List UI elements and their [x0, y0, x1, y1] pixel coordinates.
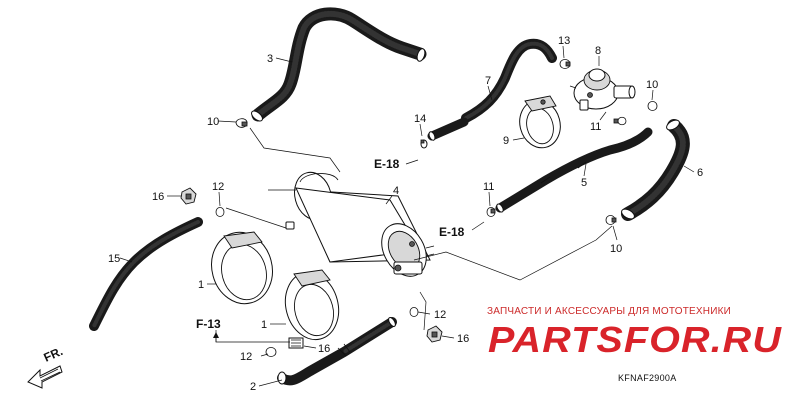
callout-5: 5	[581, 177, 587, 189]
clamp-9	[519, 95, 561, 149]
callout-13: 13	[558, 35, 570, 47]
nut-16-right	[426, 325, 443, 343]
callout-12-right: 12	[434, 309, 446, 321]
canister-4	[285, 171, 435, 277]
watermark-caption: ЗАПЧАСТИ И АКСЕССУАРЫ ДЛЯ МОТОТЕХНИКИ	[487, 306, 731, 317]
callout-10-top-right: 10	[646, 79, 658, 91]
callout-4: 4	[393, 185, 399, 197]
watermark: ЗАПЧАСТИ И АКСЕССУАРЫ ДЛЯ МОТОТЕХНИКИ PA…	[487, 306, 782, 360]
reference-labels: E-18 E-18 F-13	[196, 157, 485, 342]
hose-15	[89, 217, 203, 331]
tube-upper	[427, 117, 469, 141]
hose-6	[621, 119, 690, 221]
clamp-1a	[211, 231, 273, 305]
callout-8: 8	[595, 45, 601, 57]
clip-12-right	[409, 307, 419, 317]
callout-6: 6	[697, 167, 703, 179]
callout-3: 3	[267, 53, 273, 65]
clip-12-upper	[215, 207, 225, 217]
diagram-code: KFNAF2900A	[618, 373, 677, 383]
callout-16-mid: 16	[318, 343, 330, 355]
callout-1b: 1	[261, 319, 267, 331]
watermark-logo: PARTSFOR.RU	[488, 319, 782, 360]
clip-10-left	[235, 118, 248, 128]
front-label: FR.	[42, 344, 65, 365]
clip-11-right	[613, 116, 627, 126]
callout-7: 7	[485, 75, 491, 87]
clip-10-top-right	[647, 101, 658, 111]
clamp-1b	[284, 269, 340, 341]
nut-16-mid	[288, 337, 304, 349]
callout-12-lower: 12	[240, 351, 252, 363]
front-direction-arrow: FR.	[27, 344, 65, 389]
callout-15: 15	[108, 253, 120, 265]
hose-3	[251, 7, 427, 122]
clip-13	[559, 59, 571, 69]
callout-leaders	[119, 45, 695, 387]
callout-10-left: 10	[207, 116, 219, 128]
callout-11-right: 11	[590, 121, 601, 133]
callout-16-right: 16	[457, 333, 469, 345]
callout-2: 2	[250, 381, 256, 393]
nut-16-left	[180, 187, 197, 205]
ref-e18-bottom: E-18	[439, 225, 465, 239]
clip-10-bottom-right	[605, 215, 617, 225]
hose-2	[277, 317, 397, 386]
callout-11-left: 11	[483, 181, 494, 193]
clip-11-left	[486, 207, 496, 217]
hose-7	[461, 38, 557, 123]
callout-14: 14	[414, 113, 426, 125]
ref-f13: F-13	[196, 317, 221, 331]
ref-e18-top: E-18	[374, 157, 400, 171]
callout-12-upper: 12	[212, 181, 224, 193]
valve-8	[569, 68, 636, 111]
callout-numbers: 3 10 7 13 8 10 11 9 14 5 6 11 10 4 16 12…	[108, 35, 703, 393]
clip-12-lower	[265, 347, 277, 357]
callout-9: 9	[503, 135, 509, 147]
callout-10-bottom-right: 10	[610, 243, 622, 255]
callout-1a: 1	[198, 279, 204, 291]
hose-5	[495, 127, 653, 213]
clip-14	[420, 139, 428, 149]
callout-16-left: 16	[152, 191, 164, 203]
